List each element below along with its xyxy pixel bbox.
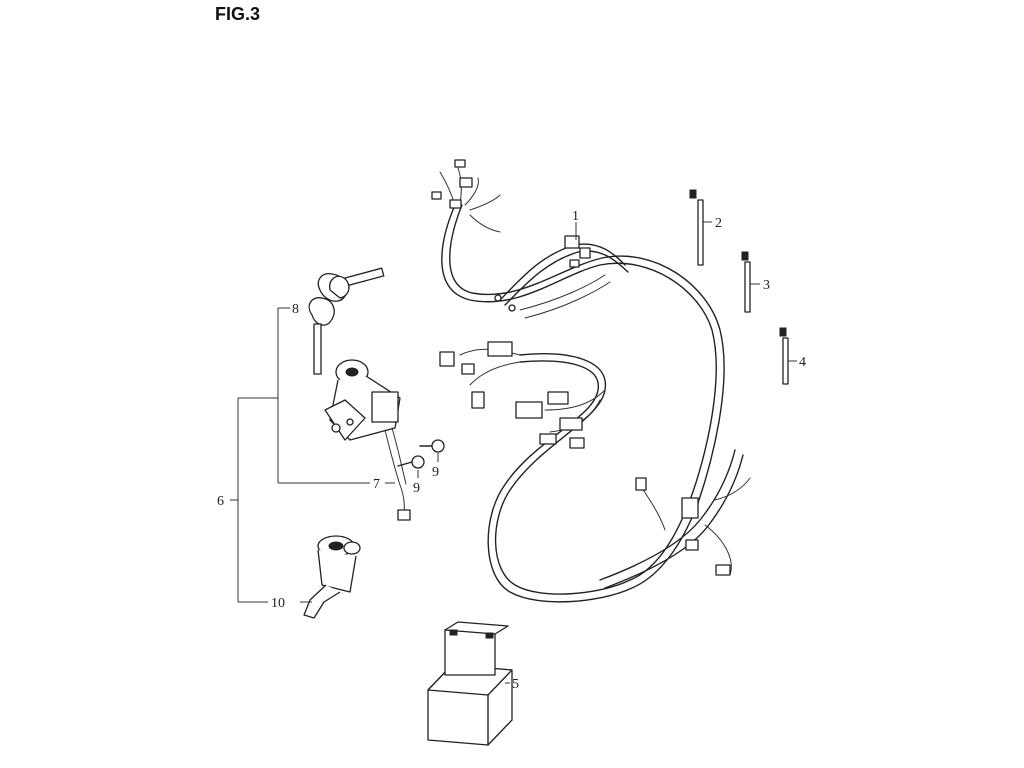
figure-title: FIG.3 [215,4,261,24]
leader-lines [230,221,797,684]
callout-3: 3 [763,278,770,293]
key-set [308,267,385,375]
battery [427,621,513,746]
callout-2: 2 [715,216,722,231]
cable-tie-3 [741,251,751,313]
callout-8: 8 [292,302,299,317]
ignition-switch [324,359,445,521]
callout-9b: 9 [432,465,439,480]
cable-tie-4 [779,327,789,385]
callout-9a: 9 [413,481,420,496]
seat-lock [303,535,361,619]
callout-5: 5 [512,677,519,692]
callout-6: 6 [217,494,224,509]
callout-1: 1 [572,209,579,224]
cable-tie-2 [689,189,704,266]
callout-10: 10 [271,596,285,611]
callout-7: 7 [373,477,380,492]
callout-4: 4 [799,355,806,370]
main-wiring-harness [431,159,751,603]
